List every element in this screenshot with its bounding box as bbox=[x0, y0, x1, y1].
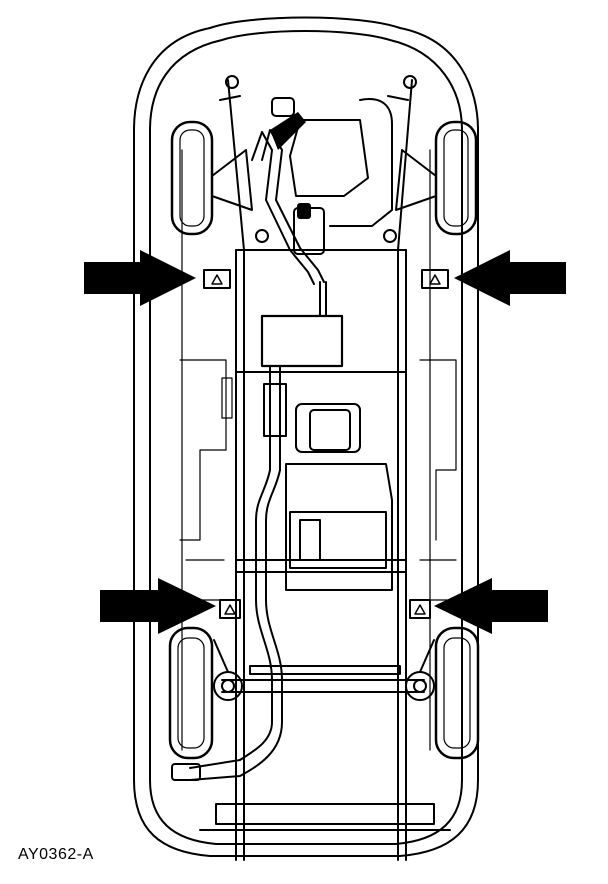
arrow-rear-right-icon bbox=[434, 578, 548, 634]
fuel-tank bbox=[285, 403, 393, 591]
arrow-rear-left-icon bbox=[100, 578, 216, 634]
lift-point-front-right bbox=[421, 269, 449, 289]
lift-point-rear-right bbox=[409, 599, 431, 619]
front-left-wheel bbox=[170, 120, 214, 236]
floor-pan bbox=[179, 359, 457, 601]
rear-right-wheel bbox=[434, 626, 480, 760]
frame-rails bbox=[225, 75, 417, 861]
rear-axle bbox=[213, 639, 435, 701]
engine-transmission bbox=[251, 97, 393, 285]
exhaust-system bbox=[171, 281, 344, 781]
body-outline bbox=[133, 16, 479, 857]
arrow-front-left-icon bbox=[84, 250, 196, 306]
lift-point-rear-left bbox=[219, 599, 241, 619]
front-suspension bbox=[211, 95, 437, 211]
rear-bumper bbox=[199, 803, 451, 831]
figure-id-label: AY0362-A bbox=[18, 846, 94, 863]
rear-left-wheel bbox=[168, 626, 214, 760]
lift-point-front-left bbox=[203, 269, 231, 289]
arrow-front-right-icon bbox=[454, 250, 566, 306]
front-right-wheel bbox=[434, 120, 478, 236]
